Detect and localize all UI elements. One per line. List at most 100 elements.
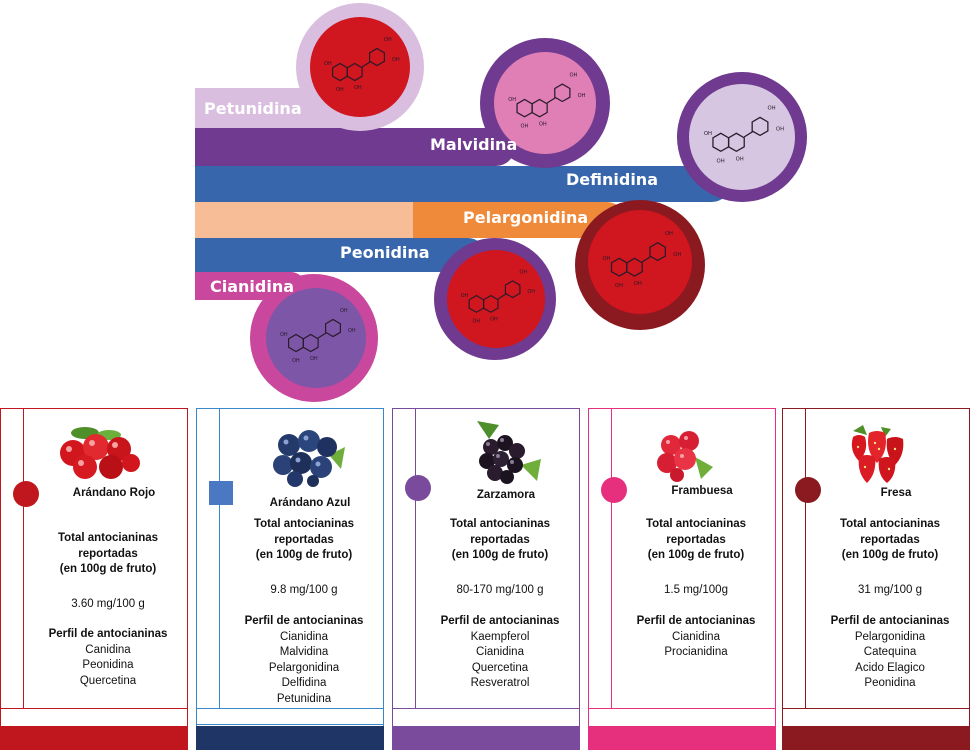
label-pelargonidina: Pelargonidina	[463, 208, 589, 227]
molecule-ring	[468, 294, 485, 313]
card-marker	[209, 481, 233, 505]
blueberry-image	[273, 430, 345, 487]
profile-list: Perfil de antocianinas Canidina Peonidin…	[48, 628, 168, 687]
total-value: 1.5 mg/100g	[664, 584, 728, 596]
card-footer	[0, 726, 188, 750]
fruit-name: Arándano Rojo	[72, 487, 156, 499]
molecule-ring	[727, 132, 745, 153]
molecule-oh-label: OH	[461, 293, 469, 299]
molecule-oh-label: OH	[736, 156, 744, 162]
definidina-molecule: OH OH OH OH OH	[689, 84, 795, 190]
label-petunidina: Petunidina	[204, 99, 302, 118]
total-value: 80-170 mg/100 g	[456, 584, 544, 596]
total-value: 31 mg/100 g	[858, 584, 922, 596]
molecule-ring	[482, 294, 499, 313]
blackberry-image	[477, 421, 541, 484]
total-heading: Total antocianinas reportadas (en 100g d…	[449, 518, 551, 561]
molecule-ring	[554, 83, 571, 103]
strawberry-image	[851, 425, 904, 483]
molecule-ring	[288, 333, 305, 353]
molecule-bond	[546, 97, 556, 104]
molecule-bond	[497, 293, 507, 300]
molecule-oh-label: OH	[292, 358, 300, 364]
bar-peonidina	[195, 238, 485, 272]
petunidina-molecule: OH OH OH OH OH	[310, 17, 410, 117]
molecule-oh-label: OH	[767, 105, 775, 111]
card-marker	[405, 475, 431, 501]
profile-list: Perfil de antocianinas Cianidina Malvidi…	[244, 615, 364, 705]
molecule-oh-label: OH	[384, 37, 392, 43]
molecule-oh-label: OH	[665, 231, 673, 237]
molecule-oh-label: OH	[569, 72, 577, 78]
molecule-ring	[516, 98, 533, 118]
card-marker	[795, 477, 821, 503]
peonidina-molecule: OH OH OH OH OH	[447, 250, 545, 348]
total-value: 3.60 mg/100 g	[71, 598, 145, 610]
molecule-oh-label: OH	[634, 281, 642, 287]
molecule-oh-label: OH	[508, 97, 516, 103]
cianidina-molecule: OH OH OH OH OH	[266, 288, 366, 388]
molecule-ring	[346, 62, 363, 82]
molecule-oh-label: OH	[392, 57, 400, 63]
card-arandano-rojo: Arándano Rojo Total antocianinas reporta…	[0, 408, 188, 750]
profile-list: Perfil de antocianinas Pelargonidina Cat…	[830, 615, 950, 689]
label-malvidina: Malvidina	[430, 135, 518, 154]
molecule-ring	[751, 116, 769, 137]
total-heading: Total antocianinas reportadas (en 100g d…	[253, 518, 355, 561]
molecule-ring	[531, 98, 548, 118]
molecule-oh-label: OH	[490, 317, 498, 323]
molecule-oh-label: OH	[717, 158, 725, 164]
profile-list: Perfil de antocianinas Kaempferol Cianid…	[440, 615, 560, 689]
molecule-oh-label: OH	[348, 328, 356, 334]
molecule-bond	[641, 256, 651, 263]
molecule-ring	[332, 62, 349, 82]
molecule-oh-label: OH	[527, 289, 535, 295]
molecule-bond	[317, 332, 327, 339]
molecule-oh-label: OH	[521, 123, 529, 129]
molecule-oh-label: OH	[336, 87, 344, 93]
card-fresa: Fresa Total antocianinas reportadas (en …	[782, 408, 970, 750]
molecule-bond	[361, 61, 371, 68]
card-footer	[588, 726, 776, 750]
molecule-oh-label: OH	[354, 85, 362, 91]
molecule-ring	[610, 257, 628, 277]
molecule-oh-label: OH	[324, 61, 332, 67]
fruit-name: Frambuesa	[671, 485, 733, 497]
label-definidina: Definidina	[566, 170, 658, 189]
molecule-oh-label: OH	[310, 356, 318, 362]
bar-definidina	[195, 166, 730, 202]
fruit-name: Fresa	[880, 487, 912, 499]
molecule-oh-label: OH	[603, 256, 611, 262]
total-heading: Total antocianinas reportadas (en 100g d…	[839, 518, 941, 561]
molecule-ring	[626, 257, 643, 277]
molecule-oh-label: OH	[520, 270, 528, 276]
molecule-oh-label: OH	[280, 332, 288, 338]
total-heading: Total antocianinas reportadas (en 100g d…	[645, 518, 747, 561]
bar-malvidina	[195, 128, 515, 166]
molecule-oh-label: OH	[704, 131, 712, 137]
molecule-oh-label: OH	[776, 127, 784, 133]
molecule-oh-label: OH	[472, 319, 480, 325]
molecule-ring	[712, 132, 730, 153]
fruit-name: Zarzamora	[476, 489, 536, 501]
bar-pelargonidina	[195, 202, 625, 238]
molecule-ring	[368, 47, 386, 67]
card-footer	[196, 726, 384, 750]
profile-list: Perfil de antocianinas Cianidina Procian…	[636, 615, 756, 658]
molecule-oh-label: OH	[340, 308, 348, 314]
molecule-oh-label: OH	[673, 252, 681, 258]
card-frambuesa: Frambuesa Total antocianinas reportadas …	[588, 408, 776, 750]
card-footer	[392, 726, 580, 750]
raspberry-image	[657, 431, 713, 482]
card-marker	[13, 481, 39, 507]
molecule-ring	[324, 318, 342, 338]
card-zarzamora: Zarzamora Total antocianinas reportadas …	[392, 408, 580, 750]
card-footer	[782, 726, 970, 750]
card-marker	[601, 477, 627, 503]
molecule-oh-label: OH	[539, 121, 547, 127]
molecule-bond	[743, 131, 753, 138]
label-peonidina: Peonidina	[340, 243, 430, 262]
card-arandano-azul: Arándano Azul Total antocianinas reporta…	[196, 408, 384, 750]
